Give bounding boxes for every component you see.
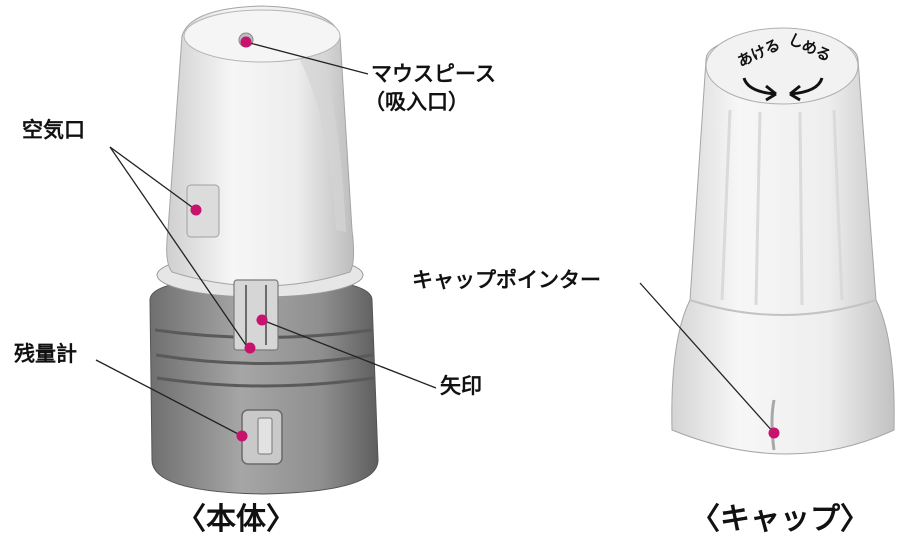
inhaler-tower-shadow (300, 50, 346, 232)
marker-dose-counter (236, 430, 248, 442)
mouthpiece-top (183, 9, 341, 63)
leader-mouthpiece (245, 41, 369, 75)
arrow-indicator-lines (245, 285, 267, 345)
leader-arrow-mark (261, 319, 437, 389)
label-arrow-mark: 矢印 (440, 374, 482, 398)
cap-open-arrowhead (765, 84, 777, 102)
markers (190, 36, 780, 442)
leader-air-inlet-2 (109, 146, 249, 349)
cap-grooves (720, 109, 844, 306)
marker-cap-pointer (768, 427, 780, 439)
cap-close-arrow (789, 77, 824, 96)
label-dose-counter: 残量計 (14, 342, 77, 366)
marker-mouthpiece (240, 36, 252, 48)
arrow-indicator-slot (233, 279, 279, 351)
inhaler-cap: あける しめる (671, 27, 895, 455)
leader-cap-pointer (639, 282, 775, 434)
caption-cap: 〈キャップ〉 (690, 502, 870, 537)
marker-air-inlet-lower (244, 342, 256, 354)
cap-lower-flare (689, 299, 877, 316)
label-mouthpiece: マウスピース (371, 62, 496, 86)
label-cap-pointer: キャップポインター (412, 268, 601, 292)
cap-open-arrow (742, 77, 777, 96)
leader-dose-counter (95, 359, 243, 437)
dose-counter-digits (257, 417, 273, 455)
leader-lines (95, 41, 775, 437)
marker-air-inlet-upper (190, 204, 202, 216)
label-air-inlet: 空気口 (22, 118, 85, 142)
label-mouthpiece-inlet: （吸入口） (364, 90, 469, 114)
cap-top (705, 27, 859, 105)
cap-pointer-groove (770, 399, 776, 451)
cap-close-arrowhead (789, 84, 801, 102)
inhaler-body (149, 5, 379, 495)
leader-air-inlet-1 (109, 146, 197, 211)
marker-arrow (256, 314, 268, 326)
caption-body: 〈本体〉 (176, 502, 296, 537)
air-inlet-slot (186, 184, 220, 238)
